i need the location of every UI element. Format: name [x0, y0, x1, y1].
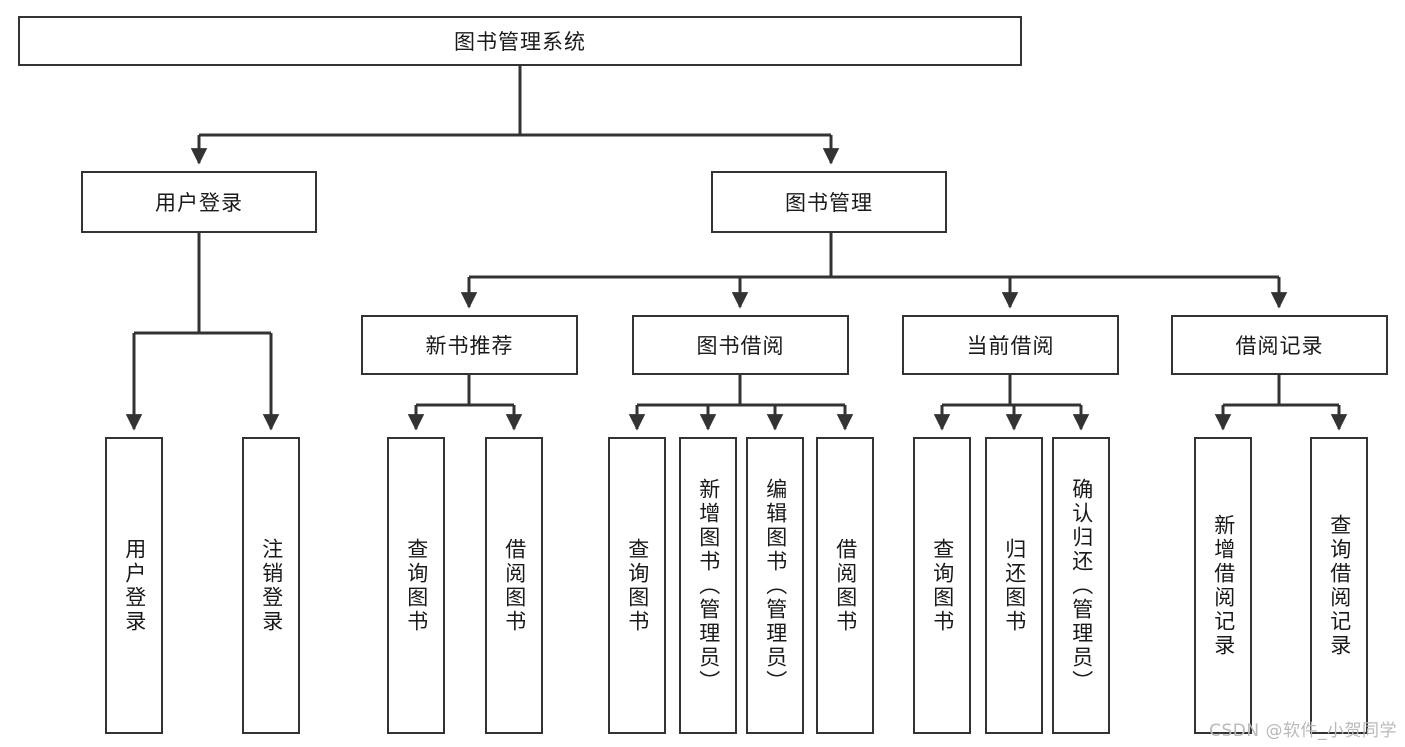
leaf-node-label: 新增借阅记录	[1211, 513, 1236, 658]
leaf-node[interactable]: 查询图书	[387, 437, 445, 734]
leaf-node[interactable]: 查询借阅记录	[1310, 437, 1368, 734]
node-book-borrow[interactable]: 图书借阅	[632, 315, 849, 375]
node-new-book-recommend-label: 新书推荐	[425, 334, 514, 358]
leaf-node[interactable]: 编辑图书（管理员）	[746, 437, 804, 734]
node-current-borrow-label: 当前借阅	[966, 334, 1055, 358]
leaf-node-label: 注销登录	[259, 537, 284, 634]
leaf-node[interactable]: 借阅图书	[485, 437, 543, 734]
leaf-node[interactable]: 新增借阅记录	[1194, 437, 1252, 734]
node-user-login[interactable]: 用户登录	[81, 171, 317, 233]
leaf-node[interactable]: 查询图书	[913, 437, 971, 734]
leaf-node[interactable]: 确认归还（管理员）	[1052, 437, 1110, 734]
leaf-node-label: 确认归还（管理员）	[1069, 477, 1094, 694]
leaf-node[interactable]: 用户登录	[105, 437, 163, 734]
node-borrow-record-label: 借阅记录	[1235, 334, 1324, 358]
node-borrow-record[interactable]: 借阅记录	[1171, 315, 1388, 375]
leaf-node-label: 用户登录	[122, 537, 147, 634]
leaf-node-label: 编辑图书（管理员）	[763, 477, 788, 694]
leaf-node[interactable]: 借阅图书	[816, 437, 874, 734]
node-current-borrow[interactable]: 当前借阅	[902, 315, 1119, 375]
node-book-manage-label: 图书管理	[785, 191, 873, 215]
leaf-node-label: 归还图书	[1002, 537, 1027, 634]
leaf-node-label: 借阅图书	[833, 537, 858, 634]
watermark: CSDN @软件_小贺同学	[1209, 721, 1397, 741]
node-book-manage[interactable]: 图书管理	[711, 171, 947, 233]
leaf-node-label: 借阅图书	[502, 537, 527, 634]
node-root[interactable]: 图书管理系统	[18, 16, 1022, 66]
node-user-login-label: 用户登录	[155, 191, 243, 215]
leaf-node-label: 新增图书（管理员）	[696, 477, 721, 694]
leaf-node-label: 查询图书	[625, 537, 650, 634]
leaf-node[interactable]: 查询图书	[608, 437, 666, 734]
leaf-node-label: 查询图书	[930, 537, 955, 634]
node-book-borrow-label: 图书借阅	[696, 334, 785, 358]
node-root-label: 图书管理系统	[454, 30, 586, 54]
leaf-node[interactable]: 归还图书	[985, 437, 1043, 734]
node-new-book-recommend[interactable]: 新书推荐	[361, 315, 578, 375]
leaf-node[interactable]: 注销登录	[242, 437, 300, 734]
leaf-node-label: 查询借阅记录	[1327, 513, 1352, 658]
leaf-node[interactable]: 新增图书（管理员）	[679, 437, 737, 734]
leaf-node-label: 查询图书	[404, 537, 429, 634]
